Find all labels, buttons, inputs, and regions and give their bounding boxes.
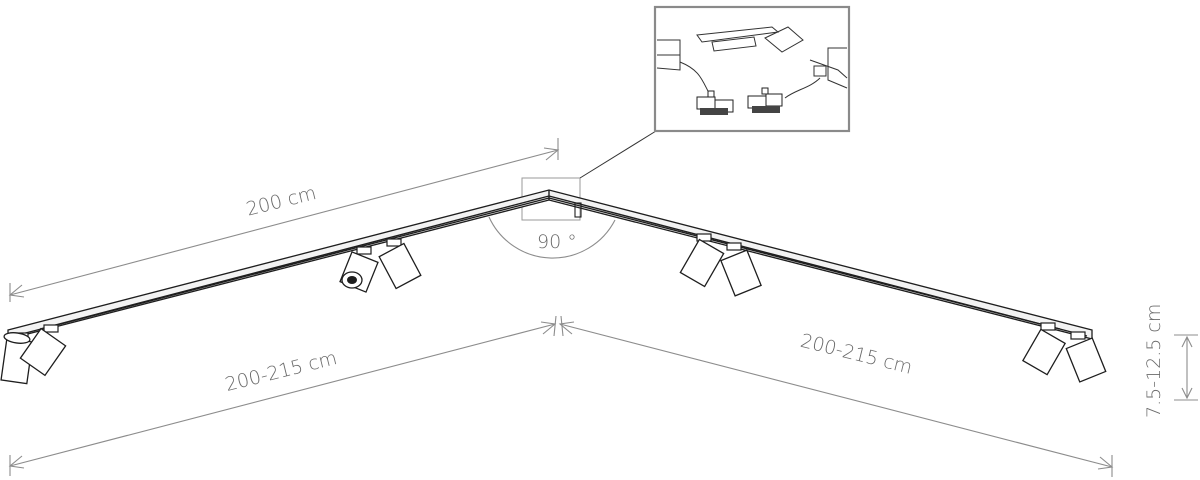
spotlight-icon [0, 332, 34, 385]
spotlight-icon [720, 242, 762, 297]
corner-connector-icon [656, 26, 848, 115]
top-dimension: 200 cm [8, 138, 560, 302]
angle-indicator: 90 ° [488, 216, 616, 259]
right-length-label: 200-215 cm [798, 330, 914, 379]
spotlight-icon [679, 233, 725, 288]
height-label: 7.5-12.5 cm [1143, 304, 1165, 418]
spotlight-icon [339, 246, 379, 293]
spotlight-icon [19, 324, 67, 377]
corner-detail [521, 5, 851, 221]
height-dimension: 7.5-12.5 cm [1143, 304, 1198, 418]
top-length-label: 200 cm [244, 182, 318, 221]
spotlight-icon [378, 238, 422, 290]
right-dimension: 200-215 cm [558, 315, 1114, 477]
spotlight-icon [1065, 331, 1107, 383]
left-dimension: 200-215 cm [8, 315, 557, 476]
left-length-label: 200-215 cm [223, 347, 339, 396]
track-rail [7, 189, 1093, 340]
angle-label: 90 ° [537, 231, 577, 253]
spotlight-icon [1021, 322, 1067, 376]
